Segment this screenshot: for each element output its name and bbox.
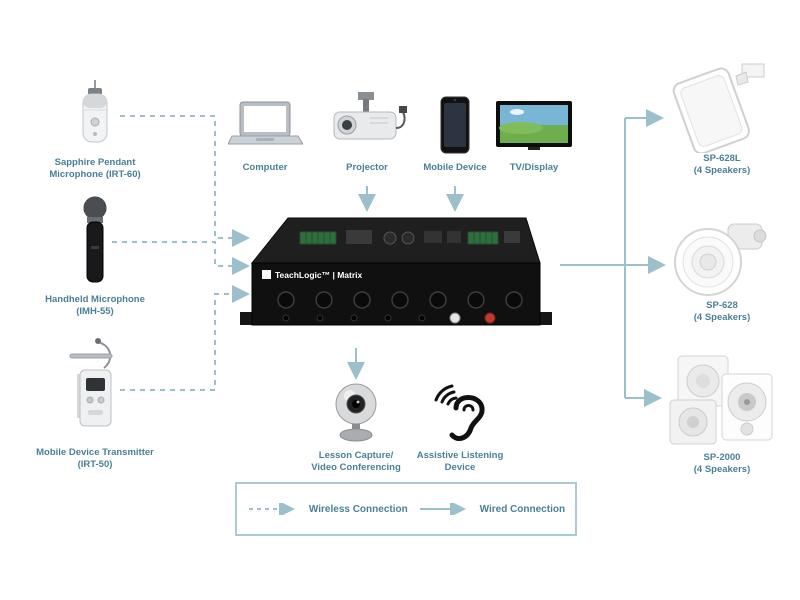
lesson-capture-label: Lesson Capture/ Video Conferencing: [311, 450, 401, 474]
wall-speaker-icon: [666, 58, 771, 158]
dashed-arrow-icon: [248, 503, 295, 515]
mobile-device-label: Mobile Device: [423, 162, 487, 173]
bodypack-transmitter-label: Mobile Device Transmitter (IRT-50): [36, 447, 154, 471]
assistive-listening-label: Assistive Listening Device: [416, 450, 504, 474]
speaker-cluster-icon: [664, 352, 776, 452]
handheld-microphone-label: Handheld Microphone (IMH-55): [45, 294, 145, 318]
projector-icon: [324, 90, 409, 161]
laptop-icon: [227, 100, 304, 160]
webcam-icon: [328, 382, 384, 449]
hub-brand-text: TeachLogic™ | Matrix: [275, 270, 363, 280]
matrix-amplifier-icon: TeachLogic™ | Matrix: [238, 208, 573, 348]
legend-wired-label: Wired Connection: [479, 503, 566, 515]
wireless-link-handheld: [112, 241, 250, 275]
legend-wireless: Wireless Connection: [247, 503, 408, 515]
bodypack-transmitter-icon: [68, 336, 123, 446]
handheld-microphone-icon: [82, 196, 108, 293]
smartphone-icon: [440, 96, 470, 159]
legend-wired: Wired Connection: [418, 503, 565, 515]
pendant-microphone-icon: [75, 80, 115, 157]
legend-wireless-label: Wireless Connection: [308, 503, 408, 515]
projector-label: Projector: [346, 162, 388, 173]
computer-label: Computer: [242, 162, 288, 173]
legend: Wireless Connection Wired Connection: [235, 482, 577, 536]
speaker1-label: SP-628L (4 Speakers): [693, 153, 751, 177]
tv-display-label: TV/Display: [509, 162, 559, 173]
solid-arrow-icon: [419, 503, 466, 515]
ceiling-speaker-icon: [670, 220, 770, 303]
pendant-microphone-label: Sapphire Pendant Microphone (IRT-60): [49, 157, 141, 181]
speaker2-label: SP-628 (4 Speakers): [693, 300, 751, 324]
speaker3-label: SP-2000 (4 Speakers): [693, 452, 751, 476]
tv-icon: [495, 100, 573, 157]
assistive-listening-icon: [424, 380, 494, 453]
